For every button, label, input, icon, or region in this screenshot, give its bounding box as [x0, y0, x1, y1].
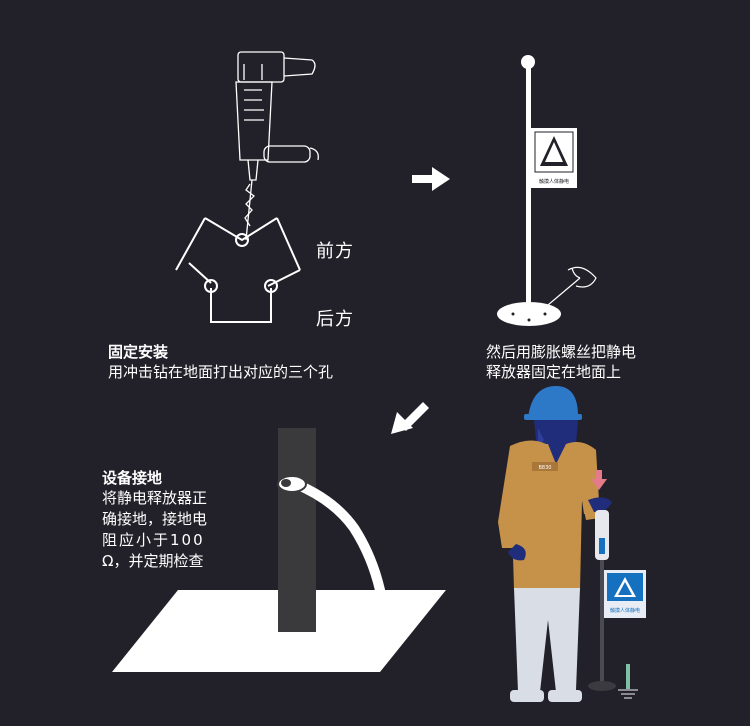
step2-sign-text: 触摸人体静电	[539, 178, 569, 185]
back-label: 后方	[316, 309, 354, 330]
discharger-device	[588, 510, 646, 691]
worker-figure	[498, 386, 612, 702]
hole-pattern-diagram	[175, 217, 301, 323]
static-discharger-pole	[497, 55, 577, 326]
step3-title: 设备接地	[102, 469, 163, 487]
step2-description-line2: 释放器固定在地面上	[486, 363, 622, 381]
ground-icon	[618, 664, 638, 699]
impact-drill-icon	[235, 51, 319, 241]
step3-description-line1: 将静电释放器正	[102, 489, 208, 507]
worker-badge-text: B830	[539, 465, 552, 471]
arrow-right-icon	[412, 167, 450, 191]
grounding-scene	[112, 428, 446, 672]
front-label: 前方	[316, 241, 354, 262]
step1-description: 用冲击钻在地面打出对应的三个孔	[108, 363, 334, 381]
step3-description-line3: 阻应小于100	[102, 531, 205, 549]
step4-sign-text: 触摸人体静电	[610, 607, 640, 614]
step2-description-line1: 然后用膨胀螺丝把静电	[486, 343, 637, 361]
arrow-down-left-icon	[391, 402, 429, 434]
arrow-pink-indicator	[591, 470, 607, 490]
step3-description-line4: Ω，并定期检查	[102, 552, 204, 570]
step1-title: 固定安装	[108, 343, 169, 361]
step3-description-line2: 确接地，接地电	[102, 510, 208, 528]
screw-driver-hand	[547, 266, 597, 306]
